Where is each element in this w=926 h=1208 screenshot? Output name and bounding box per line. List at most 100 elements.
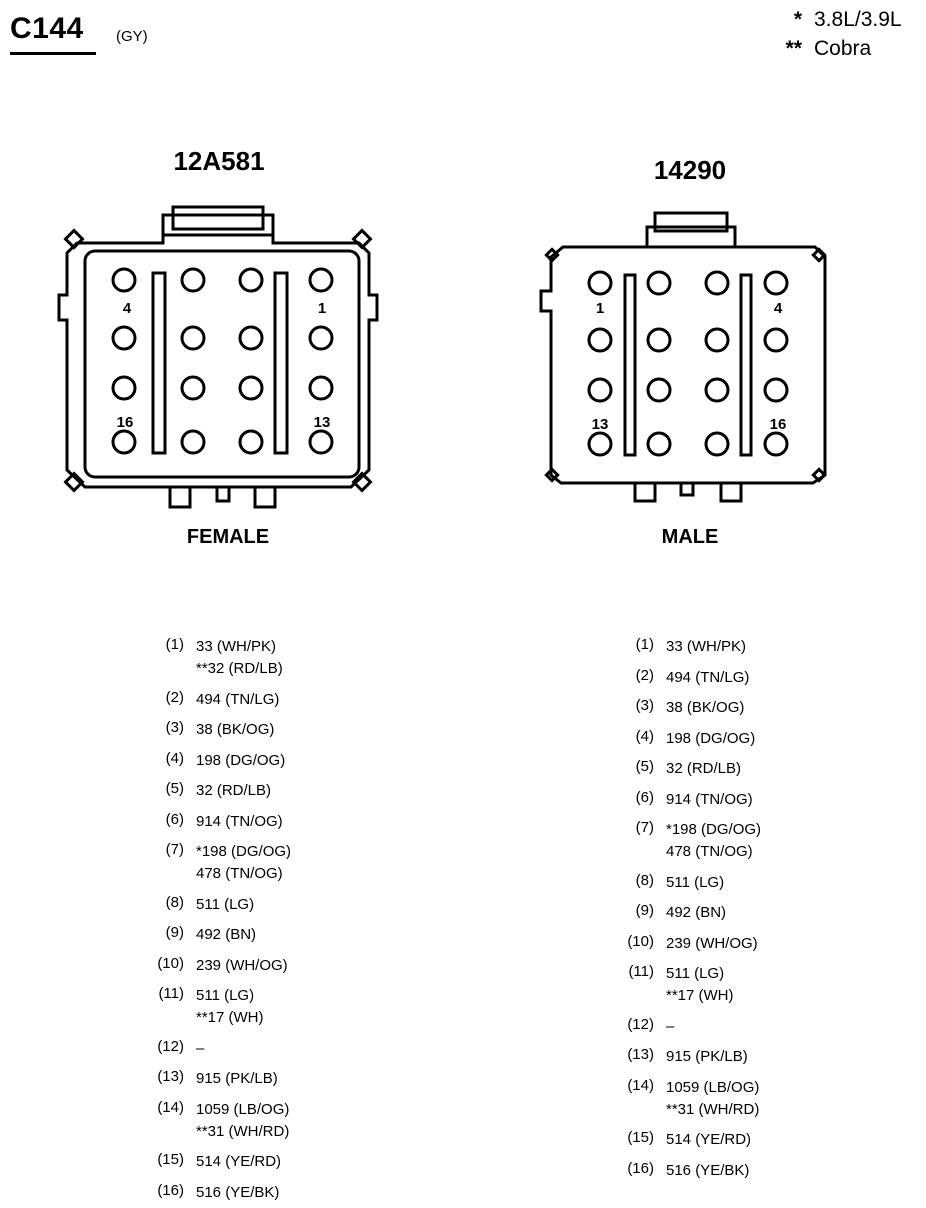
male-wire-label: **31 (WH/RD) bbox=[666, 1100, 760, 1118]
male-pin-number: (16) bbox=[627, 1159, 654, 1177]
male-pin-number: (13) bbox=[627, 1046, 654, 1063]
female-pin-number: (15) bbox=[157, 1151, 184, 1168]
male-wire-label: 511 (LG) bbox=[666, 873, 725, 891]
connector-code-underline bbox=[10, 52, 96, 55]
male-pin-number: (10) bbox=[627, 932, 654, 950]
female-pin-number: (2) bbox=[165, 688, 184, 706]
male-gender-label: MALE bbox=[661, 526, 719, 548]
female-wire-label: **31 (WH/RD) bbox=[196, 1122, 290, 1140]
connector-color: (GY) bbox=[116, 28, 148, 45]
male-pin-number: (7) bbox=[635, 819, 654, 836]
male-wire-label: 516 (YE/BK) bbox=[666, 1161, 750, 1179]
female-pin-cavity-6 bbox=[180, 325, 206, 351]
male-pin-label-bottom-left: 13 bbox=[592, 416, 609, 433]
male-wire-label: 915 (PK/LB) bbox=[666, 1048, 748, 1065]
female-wire-label: 239 (WH/OG) bbox=[196, 956, 288, 974]
male-pin-cavity-10 bbox=[646, 377, 672, 403]
female-pin-cavity-1 bbox=[111, 267, 137, 293]
female-wire-label: **17 (WH) bbox=[196, 1009, 264, 1026]
female-wire-label: **32 (RD/LB) bbox=[196, 660, 283, 677]
female-pin-number: (3) bbox=[165, 719, 184, 736]
male-housing-outer bbox=[539, 245, 827, 485]
male-wire-label: 492 (BN) bbox=[666, 904, 727, 921]
male-separator-right bbox=[739, 273, 753, 457]
legend-text: Cobra bbox=[814, 37, 872, 60]
female-gender-label: FEMALE bbox=[186, 526, 270, 548]
male-pin-number: (11) bbox=[628, 963, 654, 980]
male-pin-cavity-8 bbox=[763, 327, 789, 353]
male-pin-number: (15) bbox=[627, 1129, 654, 1146]
male-pin-number: (1) bbox=[635, 636, 654, 653]
female-pin-label-bottom-left: 16 bbox=[117, 414, 134, 431]
female-pin-number: (8) bbox=[165, 893, 184, 911]
female-part-number: 12A581 bbox=[173, 146, 265, 176]
male-pin-label-bottom-right: 16 bbox=[770, 416, 787, 433]
male-wire-label: 1059 (LB/OG) bbox=[666, 1078, 760, 1096]
female-wire-label: 198 (DG/OG) bbox=[196, 751, 286, 769]
male-pin-label-top-right: 4 bbox=[774, 300, 783, 317]
female-pin-cavity-9 bbox=[111, 375, 137, 401]
male-wire-label: 38 (BK/OG) bbox=[666, 699, 745, 716]
male-pin-number: (9) bbox=[635, 902, 654, 919]
male-pin-cavity-13 bbox=[587, 431, 613, 457]
female-pin-number: (10) bbox=[157, 954, 184, 972]
male-pin-number: (12) bbox=[627, 1015, 654, 1033]
male-wire-label: 239 (WH/OG) bbox=[666, 934, 758, 952]
female-pin-cavity-16 bbox=[308, 429, 334, 455]
male-wire-label: 33 (WH/PK) bbox=[666, 638, 747, 655]
male-wire-label: 511 (LG) bbox=[666, 965, 725, 982]
female-pin-cavity-15 bbox=[238, 429, 264, 455]
female-pin-label-bottom-right: 13 bbox=[314, 414, 331, 431]
female-pin-cavity-13 bbox=[111, 429, 137, 455]
male-pin-cavity-7 bbox=[704, 327, 730, 353]
male-pin-cavity-5 bbox=[587, 327, 613, 353]
female-connector-diagram: 4 1 16 13 bbox=[57, 205, 379, 509]
male-wire-label: 914 (TN/OG) bbox=[666, 790, 753, 808]
female-pin-label-top-right: 1 bbox=[318, 300, 326, 317]
female-pin-cavity-8 bbox=[308, 325, 334, 351]
female-wire-label: 514 (YE/RD) bbox=[196, 1153, 282, 1170]
male-pin-cavity-12 bbox=[763, 377, 789, 403]
male-separator-left bbox=[623, 273, 637, 457]
female-pin-cavity-7 bbox=[238, 325, 264, 351]
female-pin-cavity-4 bbox=[308, 267, 334, 293]
female-pin-number: (13) bbox=[157, 1068, 184, 1085]
male-wire-label: **17 (WH) bbox=[666, 987, 734, 1004]
female-wire-label: 511 (LG) bbox=[196, 895, 255, 913]
female-wire-label: – bbox=[196, 1039, 205, 1057]
connector-code: C144 bbox=[10, 12, 84, 45]
legend-item-1: * 3.8L/3.9L bbox=[772, 8, 922, 34]
male-pin-cavity-15 bbox=[704, 431, 730, 457]
female-pin-cavity-5 bbox=[111, 325, 137, 351]
male-pin-number: (5) bbox=[635, 758, 654, 775]
female-pin-cavity-11 bbox=[238, 375, 264, 401]
female-wire-label: 1059 (LB/OG) bbox=[196, 1100, 290, 1118]
female-pin-cavity-14 bbox=[180, 429, 206, 455]
female-pin-number: (12) bbox=[157, 1037, 184, 1055]
female-wire-label: 38 (BK/OG) bbox=[196, 721, 275, 738]
female-pin-number: (9) bbox=[165, 924, 184, 941]
male-latch bbox=[653, 211, 729, 233]
legend-text: 3.8L/3.9L bbox=[814, 8, 902, 31]
female-wire-label: 478 (TN/OG) bbox=[196, 865, 283, 882]
female-pin-list: (1)33 (WH/PK)**32 (RD/LB)(2)494 (TN/LG)(… bbox=[140, 636, 400, 1201]
male-wire-label: 514 (YE/RD) bbox=[666, 1131, 752, 1148]
legend-item-2: ** Cobra bbox=[772, 37, 922, 63]
male-pin-cavity-3 bbox=[704, 270, 730, 296]
legend-marker: * bbox=[793, 8, 802, 31]
male-wire-label: 198 (DG/OG) bbox=[666, 729, 756, 747]
female-housing-outer bbox=[57, 233, 379, 489]
male-pin-cavity-2 bbox=[646, 270, 672, 296]
female-latch bbox=[171, 205, 265, 231]
female-pin-number: (11) bbox=[158, 985, 184, 1002]
female-pin-number: (4) bbox=[165, 749, 184, 767]
male-pin-number: (14) bbox=[627, 1076, 654, 1094]
female-pin-number: (6) bbox=[165, 810, 184, 828]
female-housing-inner bbox=[83, 249, 361, 479]
female-wire-label: 494 (TN/LG) bbox=[196, 690, 280, 708]
female-separator-left bbox=[151, 271, 167, 455]
male-pin-cavity-1 bbox=[587, 270, 613, 296]
female-pin-cavity-2 bbox=[180, 267, 206, 293]
female-separator-right bbox=[273, 271, 289, 455]
male-wire-label: 478 (TN/OG) bbox=[666, 843, 753, 860]
